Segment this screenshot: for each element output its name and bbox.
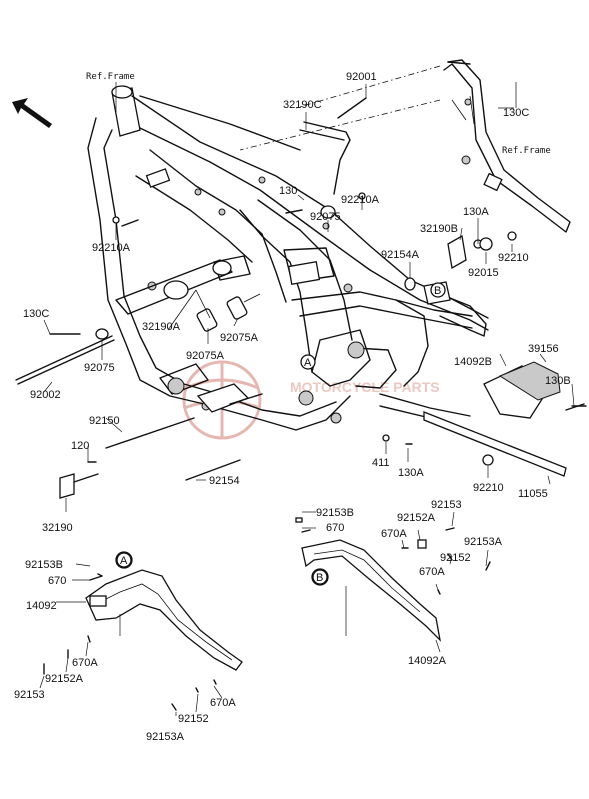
ref-frame-label-right: Ref.Frame [502,146,551,156]
callout-b-fender-label: B [316,572,323,584]
part-label-120: 120 [71,440,89,452]
part-label-92154: 92154 [209,475,240,487]
part-label-670-left: 670 [48,575,66,587]
part-label-92075-left: 92075 [84,362,115,374]
main-frame [87,85,489,431]
callout-a-frame [300,354,316,370]
rear-fender-rail-left [43,551,243,711]
part-label-92075a-right: 92075A [220,332,259,344]
front-direction-arrow [12,98,52,128]
part-label-14092: 14092 [26,600,57,612]
callout-b-frame-label: B [434,285,441,297]
callout-a-fender-label: A [120,555,128,567]
part-label-92075a-mid: 92075A [186,350,225,362]
part-label-92153-left: 92153 [14,689,45,701]
part-label-670a-right-2: 670A [419,566,445,578]
part-label-670a-left-1: 670A [72,657,98,669]
part-label-11055: 11055 [518,488,548,500]
part-label-92210a-right: 92210A [341,194,380,206]
part-label-32190a: 32190A [142,321,181,333]
callout-b-fender [312,569,328,585]
part-label-130: 130 [279,185,297,197]
part-label-670-right: 670 [326,522,344,534]
part-label-92154a: 92154A [381,249,420,261]
part-label-92150: 92150 [89,415,120,427]
part-label-92152-right: 92152 [440,552,471,564]
part-label-92152a-right: 92152A [397,512,436,524]
part-label-411: 411 [372,457,390,469]
hardware [15,97,587,499]
part-label-130c-top: 130C [503,107,529,119]
part-label-92153b-right: 92153B [316,507,354,519]
part-label-14092a: 14092A [408,655,447,667]
ref-frame-right [239,59,571,233]
part-label-92001: 92001 [346,71,377,83]
part-label-92153-right: 92153 [431,499,462,511]
part-label-92153a-left: 92153A [146,731,185,743]
callout-markers: A B A B [116,282,446,585]
part-label-92210a-left: 92210A [92,242,131,254]
part-label-130c-left: 130C [23,308,49,320]
part-label-130a-mid: 130A [398,467,424,479]
part-label-92152a-left: 92152A [45,673,84,685]
part-label-92002: 92002 [30,389,61,401]
callout-a-fender [116,552,132,568]
part-label-92210-top: 92210 [498,252,529,264]
leader-lines [39,82,575,716]
part-label-92015: 92015 [468,267,499,279]
part-label-92075: 92075 [310,211,341,223]
callout-a-frame-label: A [304,357,312,369]
part-label-92152-left: 92152 [178,713,209,725]
ref-frame-label-left: Ref.Frame [86,72,135,82]
part-label-130a-top: 130A [463,206,489,218]
part-label-92153a-right: 92153A [464,536,503,548]
part-label-32190: 32190 [42,522,73,534]
part-label-92153b-left: 92153B [25,559,63,571]
part-label-14092b: 14092B [454,356,492,368]
part-number-labels: 92001 130C 32190C 130 92210A 92075 130A … [14,71,571,743]
part-label-39156: 39156 [528,343,559,355]
part-label-670a-left-2: 670A [210,697,236,709]
callout-b-frame [430,282,446,298]
part-label-130b: 130B [545,375,571,387]
part-label-32190b: 32190B [420,223,458,235]
removable-cross-tubes [115,259,263,413]
part-label-32190c: 32190C [283,99,322,111]
part-label-670a-right-1: 670A [381,528,407,540]
part-label-92210-mid: 92210 [473,482,504,494]
